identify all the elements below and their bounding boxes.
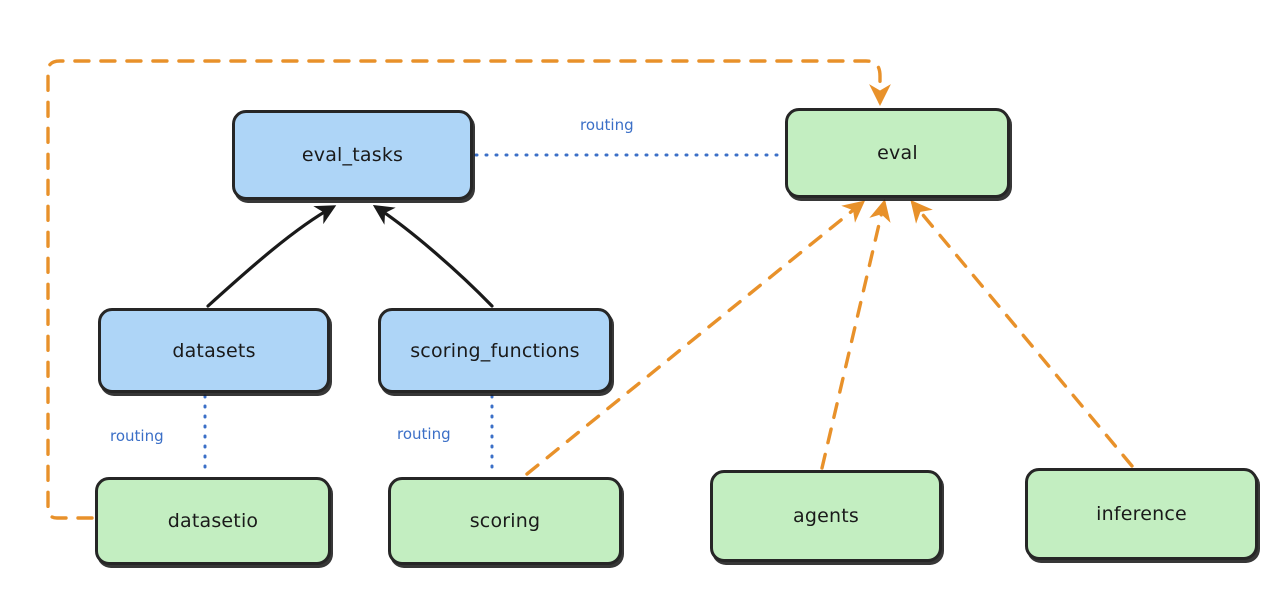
node-label-inference: inference (1096, 503, 1187, 525)
edge-scoring-functions-to-eval-tasks (372, 204, 494, 308)
edge-label-routing-eval-tasks: routing (580, 116, 634, 134)
node-label-eval: eval (877, 142, 918, 164)
edge-agents-to-eval (820, 199, 891, 470)
edge-inference-to-eval (910, 199, 1134, 468)
node-datasetio[interactable]: datasetio (95, 477, 331, 565)
node-label-datasets: datasets (172, 339, 256, 362)
node-inference[interactable]: inference (1025, 468, 1258, 560)
edge-label-routing-scoring-functions: routing (397, 425, 451, 443)
node-scoring[interactable]: scoring (388, 477, 622, 565)
node-agents[interactable]: agents (710, 470, 942, 562)
node-eval-tasks[interactable]: eval_tasks (232, 110, 473, 200)
node-label-scoring: scoring (469, 510, 541, 532)
node-eval[interactable]: eval (785, 108, 1010, 198)
node-label-agents: agents (793, 505, 859, 527)
node-scoring-functions[interactable]: scoring_functions (378, 308, 612, 393)
node-label-scoring-functions: scoring_functions (410, 339, 580, 362)
node-datasets[interactable]: datasets (98, 308, 330, 393)
node-label-eval-tasks: eval_tasks (301, 144, 404, 166)
edge-label-routing-datasets: routing (110, 427, 164, 445)
edge-datasets-to-eval-tasks (206, 205, 337, 308)
node-label-datasetio: datasetio (167, 510, 259, 532)
